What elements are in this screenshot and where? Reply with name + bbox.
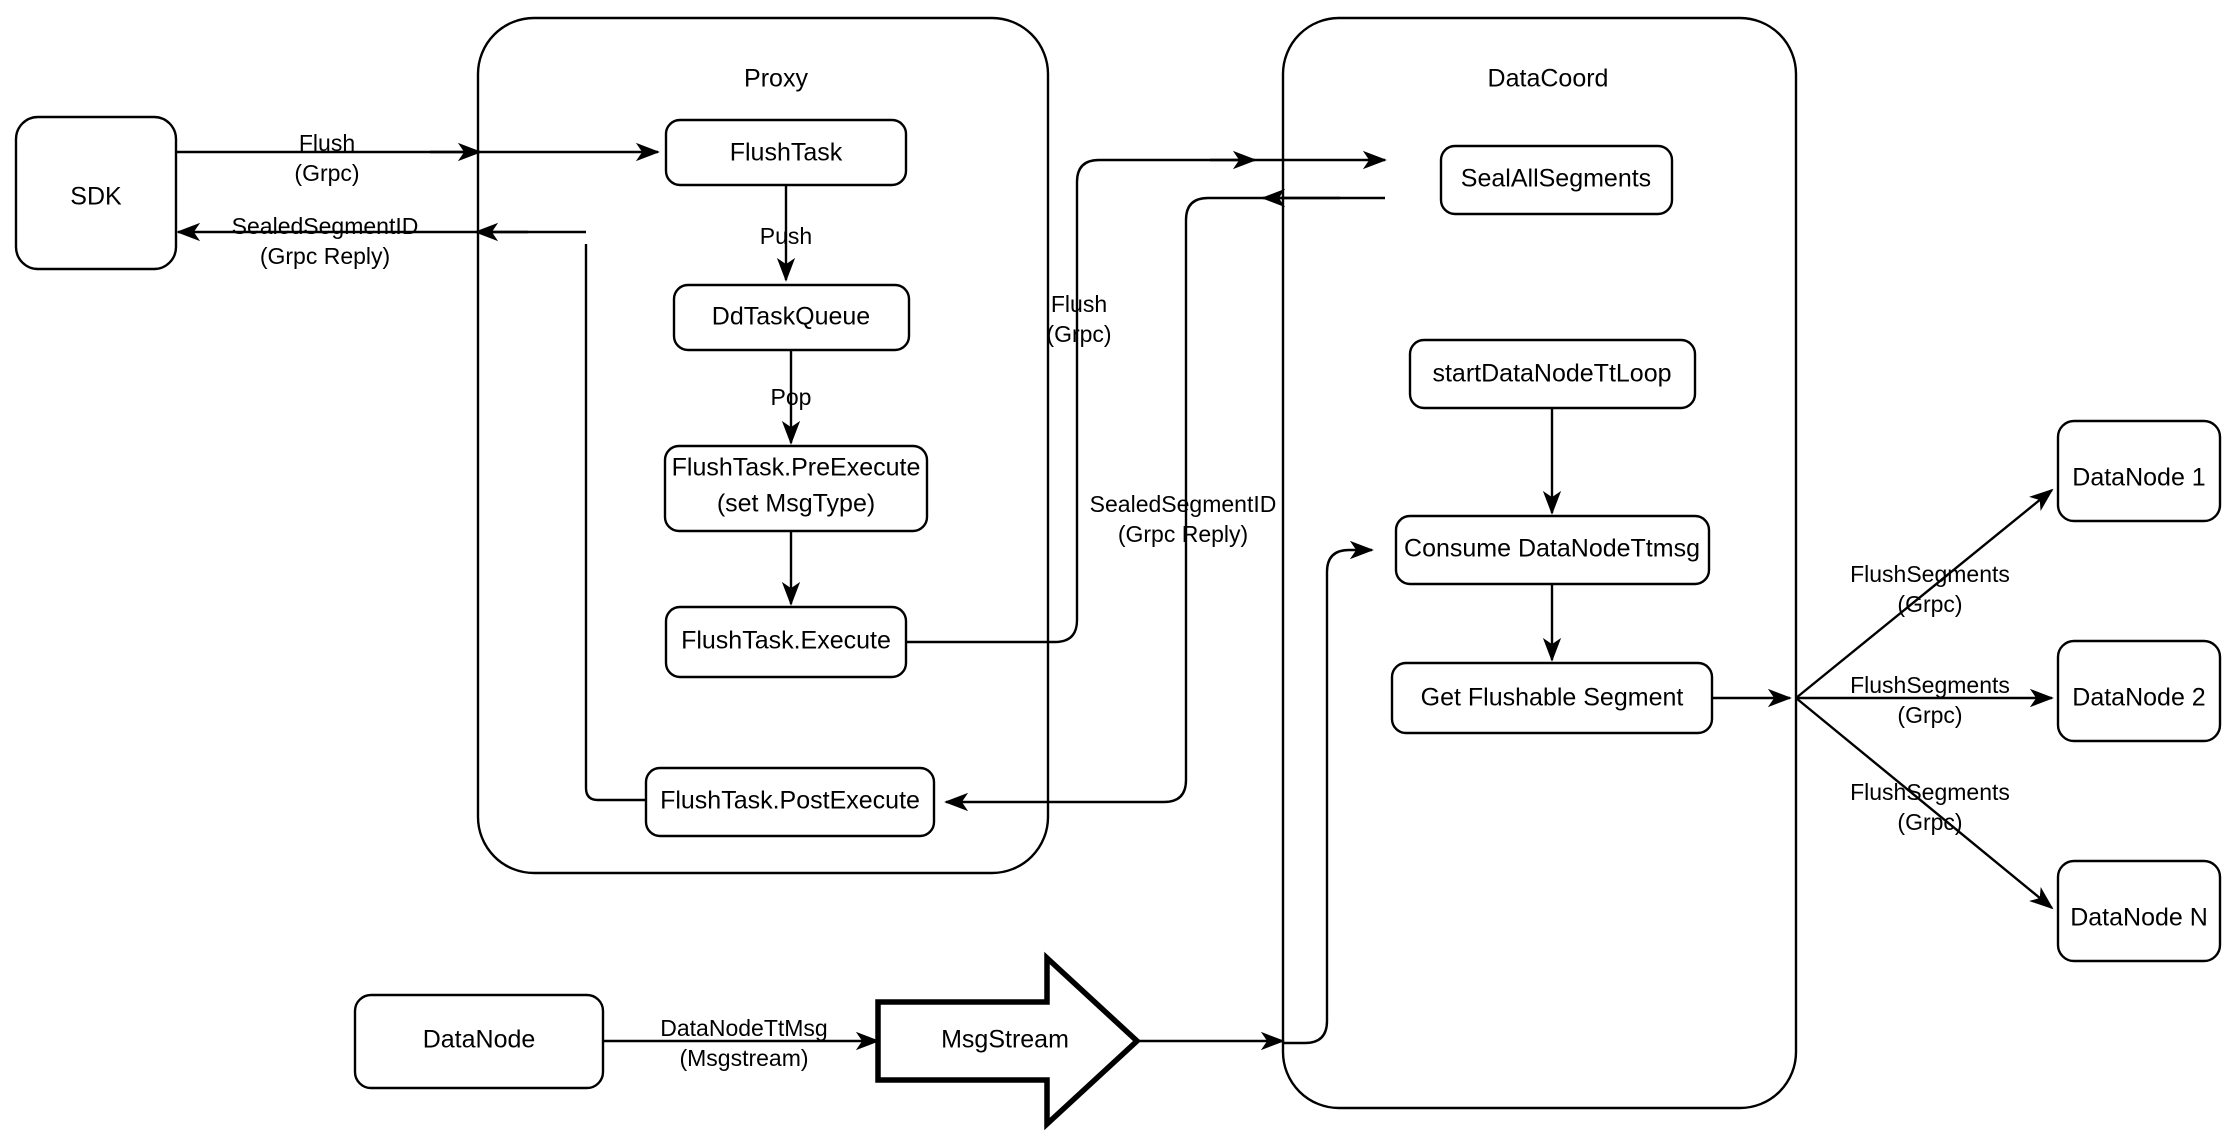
edge-label-flushsegments-1-line2: (Grpc)	[1897, 591, 1962, 617]
node-datanode-source-label: DataNode	[423, 1026, 536, 1054]
edge-label-flushsegments-n-line2: (Grpc)	[1897, 809, 1962, 835]
node-datanode-n[interactable]	[2056, 859, 2222, 963]
edge-msgstream-bus-to-consume	[1283, 540, 1374, 1045]
node-flushtask-postexecute-label: FlushTask.PostExecute	[660, 787, 920, 815]
node-datanode-1-label: DataNode 1	[2072, 464, 2205, 492]
container-proxy-title: Proxy	[744, 65, 808, 93]
node-flushtask-postexecute[interactable]	[644, 766, 936, 838]
node-flushtask-label: FlushTask	[730, 139, 843, 167]
node-get-flushable-segment-label: Get Flushable Segment	[1421, 684, 1684, 712]
node-msgstream-shape[interactable]	[875, 951, 1142, 1131]
edge-label-proxy-flush-line2: (Grpc)	[1046, 321, 1111, 347]
edge-label-flushsegments-2-line2: (Grpc)	[1897, 702, 1962, 728]
node-datanode-n-label: DataNode N	[2070, 904, 2208, 932]
node-sdk-label: SDK	[70, 183, 122, 211]
node-ddtaskqueue-label: DdTaskQueue	[712, 303, 870, 331]
node-flushtask-execute-label: FlushTask.Execute	[681, 627, 891, 655]
edge-label-proxy-flush-line1: Flush	[1051, 291, 1107, 317]
edge-label-push: Push	[760, 223, 812, 249]
node-flushtask-preexecute-label-line1: FlushTask.PreExecute	[672, 454, 921, 482]
edge-label-datanodettmsg-line1: DataNodeTtMsg	[660, 1015, 827, 1041]
edge-label-flushsegments-2-line1: FlushSegments	[1850, 672, 2010, 698]
edge-execute-to-datacoord-flush	[906, 150, 1257, 644]
edge-label-flush-grpc-line2: (Grpc)	[294, 160, 359, 186]
node-flushtask-preexecute[interactable]	[663, 444, 929, 533]
node-datanode-2-label: DataNode 2	[2072, 684, 2205, 712]
node-datanode-1[interactable]	[2056, 419, 2222, 523]
edge-datacoord-reply-to-postexecute	[944, 196, 1385, 812]
node-datanode-2[interactable]	[2056, 639, 2222, 743]
edge-label-sealedsegmentid-line1: SealedSegmentID	[232, 213, 419, 239]
node-consume-datanode-ttmsg-label: Consume DataNodeTtmsg	[1404, 535, 1700, 563]
edge-label-pop: Pop	[771, 384, 812, 410]
edge-label-flushsegments-1-line1: FlushSegments	[1850, 561, 2010, 587]
edge-fanout-to-datanode-n	[1795, 697, 2054, 910]
node-sdk[interactable]	[14, 115, 178, 271]
container-datacoord-title: DataCoord	[1488, 65, 1609, 93]
edge-label-flush-grpc-line1: Flush	[299, 130, 355, 156]
node-sealallsegments[interactable]	[1439, 144, 1674, 216]
edge-fanout-to-datanode-1	[1795, 488, 2054, 699]
node-flushtask-preexecute-label-line2: (set MsgType)	[717, 490, 875, 518]
edge-label-datanodettmsg-line2: (Msgstream)	[679, 1045, 808, 1071]
edge-label-sealedsegmentid-line2: (Grpc Reply)	[260, 243, 390, 269]
node-msgstream-label: MsgStream	[941, 1026, 1069, 1054]
edge-label-coord-reply-line1: SealedSegmentID	[1090, 491, 1277, 517]
node-sealallsegments-label: SealAllSegments	[1461, 165, 1651, 193]
edge-label-flushsegments-n-line1: FlushSegments	[1850, 779, 2010, 805]
edge-label-coord-reply-line2: (Grpc Reply)	[1118, 521, 1248, 547]
node-start-datanode-ttloop-label: startDataNodeTtLoop	[1432, 360, 1671, 388]
edge-postexecute-to-sdk-reply	[584, 244, 648, 802]
